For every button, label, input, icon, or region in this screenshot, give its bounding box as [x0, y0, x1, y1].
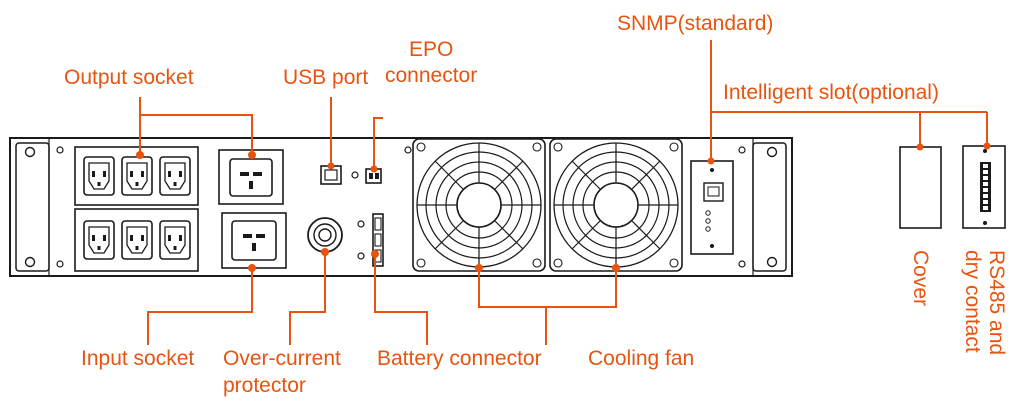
label-rs485-line2: dry contact	[961, 250, 984, 353]
leader-cooling-fan	[478, 268, 617, 345]
leader-intelligent-slot	[711, 111, 988, 147]
label-epo-connector-line1: EPO	[409, 38, 454, 61]
label-usb-port: USB port	[283, 66, 369, 89]
label-rs485-line1: RS485 and	[985, 250, 1008, 356]
label-over-current-line1: Over-current	[223, 347, 341, 370]
label-over-current-line2: protector	[223, 374, 306, 397]
leader-epo-connector	[373, 117, 383, 169]
leader-battery-connector	[374, 254, 428, 345]
output-socket-panel-top	[74, 146, 199, 206]
label-cover: Cover	[909, 250, 932, 307]
leader-input-socket	[147, 268, 253, 345]
ups-chassis	[9, 137, 793, 277]
callout-dots	[136, 142, 991, 272]
leader-over-current	[289, 252, 326, 345]
callout-lines	[139, 40, 988, 345]
label-battery-connector: Battery connector	[377, 347, 542, 370]
label-snmp: SNMP(standard)	[617, 12, 774, 35]
label-intelligent-slot: Intelligent slot(optional)	[723, 81, 939, 104]
label-output-socket: Output socket	[64, 66, 194, 89]
battery-connector	[357, 213, 384, 267]
cover-plate	[899, 146, 942, 229]
leader-output-socket	[139, 97, 253, 155]
label-input-socket: Input socket	[81, 347, 195, 370]
output-socket-panel-bottom	[74, 208, 199, 272]
label-epo-connector-line2: connector	[385, 64, 478, 87]
label-cooling-fan: Cooling fan	[588, 347, 695, 370]
rs485-dry-contact-card	[962, 145, 1006, 229]
